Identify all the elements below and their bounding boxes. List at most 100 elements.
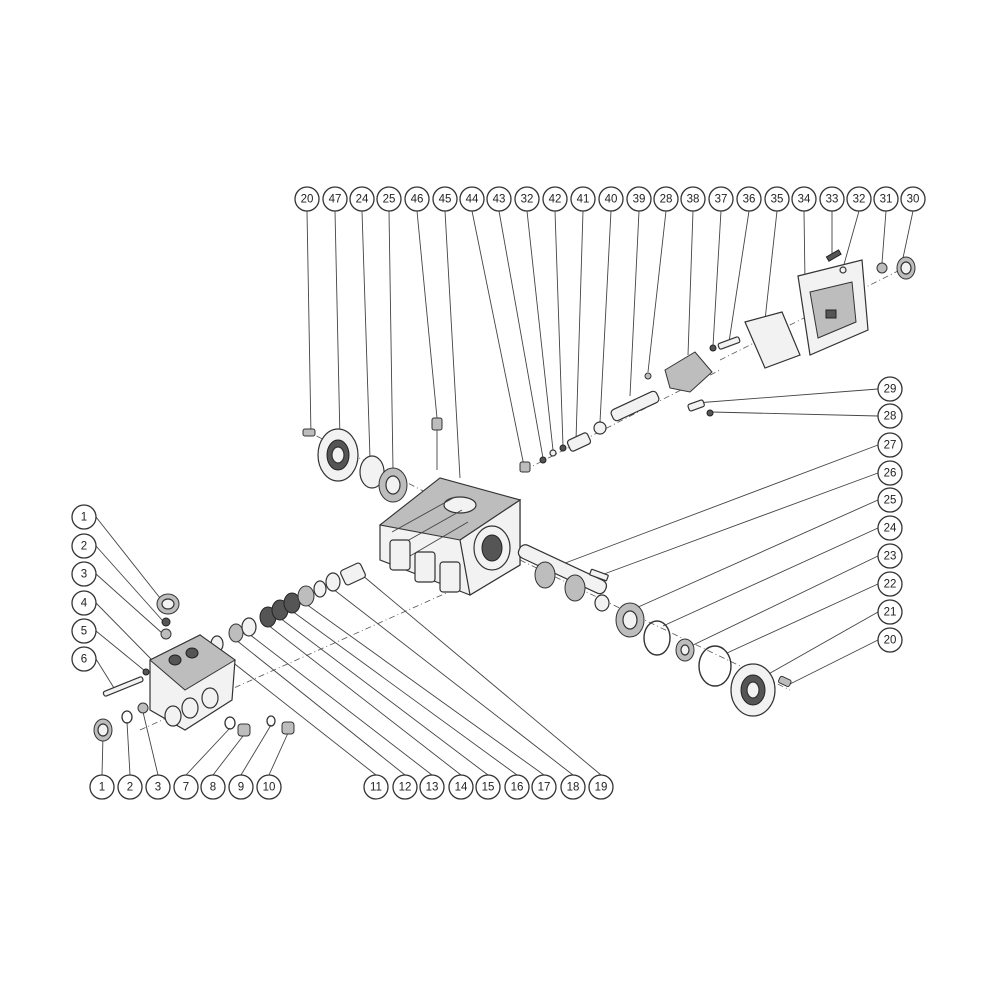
callout-number: 6 <box>81 654 87 666</box>
callout-circle <box>404 186 430 212</box>
leader-line-46 <box>416 210 438 419</box>
callout-circle <box>504 774 530 800</box>
leader-line-3 <box>142 711 159 776</box>
leader-line-44 <box>471 210 525 467</box>
roller-bearing-left <box>378 467 408 503</box>
callout-number: 1 <box>81 512 87 524</box>
callout-circle <box>228 774 254 800</box>
callout-number: 9 <box>238 782 244 794</box>
leader-line-19 <box>361 574 602 776</box>
callout-2: 2 <box>117 774 143 800</box>
leader-lines <box>95 210 914 776</box>
leader-line-18 <box>332 588 574 776</box>
callout-number: 28 <box>884 411 897 423</box>
leader-line-36 <box>728 210 750 343</box>
callout-circle <box>877 460 903 486</box>
callout-20: 20 <box>294 186 320 212</box>
callout-number: 20 <box>301 194 314 206</box>
callout-number: 38 <box>687 194 700 206</box>
leader-line-1 <box>95 516 161 599</box>
callout-circle <box>486 186 512 212</box>
bearing-flange-right <box>730 663 776 717</box>
callout-24: 24 <box>877 515 903 541</box>
crankshaft <box>517 544 610 612</box>
callout-circle <box>708 186 734 212</box>
leader-line-17 <box>305 603 545 776</box>
bearing-flange-left <box>302 428 359 482</box>
callout-number: 41 <box>577 194 590 206</box>
callout-27: 27 <box>877 432 903 458</box>
leader-line-39 <box>629 210 640 397</box>
callout-number: 29 <box>884 384 897 396</box>
leader-line-14 <box>267 624 462 776</box>
leader-line-34 <box>803 210 806 283</box>
callout-12: 12 <box>392 774 418 800</box>
callout-number: 3 <box>81 569 87 581</box>
leader-line-28 <box>647 210 667 373</box>
callout-circle <box>598 186 624 212</box>
callout-13: 13 <box>419 774 445 800</box>
callout-circle <box>846 186 872 212</box>
callout-4: 4 <box>71 590 97 616</box>
callout-21: 21 <box>877 599 903 625</box>
callout-3: 3 <box>71 561 97 587</box>
leader-line-42 <box>554 210 564 447</box>
leader-line-23 <box>690 555 879 647</box>
leader-line-13 <box>248 633 433 776</box>
leader-line-40 <box>599 210 612 423</box>
callout-circle <box>294 186 320 212</box>
callout-circle <box>877 599 903 625</box>
callout-28: 28 <box>653 186 679 212</box>
leader-line-24 <box>662 527 879 627</box>
plug-oring-top <box>161 617 171 627</box>
leader-line-24 <box>361 210 371 459</box>
leader-line-12 <box>235 639 406 776</box>
callout-35: 35 <box>764 186 790 212</box>
callout-number: 15 <box>482 782 495 794</box>
callout-22: 22 <box>877 571 903 597</box>
valve-bottom <box>137 702 149 714</box>
callout-circle <box>71 561 97 587</box>
callout-41: 41 <box>570 186 596 212</box>
callout-number: 4 <box>81 598 88 610</box>
leader-line-22 <box>726 583 879 654</box>
callout-circle <box>514 186 540 212</box>
callout-9: 9 <box>228 774 254 800</box>
callout-circle <box>71 533 97 559</box>
callout-circle <box>89 774 115 800</box>
o-ring-9 <box>266 715 276 727</box>
callout-number: 2 <box>127 782 133 794</box>
callout-number: 22 <box>884 579 897 591</box>
leader-line-3 <box>95 573 163 634</box>
callout-circle <box>71 590 97 616</box>
callout-number: 13 <box>426 782 439 794</box>
callout-number: 46 <box>411 194 424 206</box>
small-oring-5 <box>142 668 150 676</box>
callout-number: 8 <box>210 782 216 794</box>
callout-number: 39 <box>633 194 646 206</box>
callout-33: 33 <box>819 186 845 212</box>
callout-40: 40 <box>598 186 624 212</box>
callout-number: 35 <box>771 194 784 206</box>
callout-circle <box>145 774 171 800</box>
piston-seal-stack <box>210 562 366 653</box>
callout-7: 7 <box>173 774 199 800</box>
callout-circle <box>570 186 596 212</box>
callout-circle <box>626 186 652 212</box>
callout-number: 28 <box>660 194 673 206</box>
callout-number: 1 <box>99 782 105 794</box>
callout-circle <box>392 774 418 800</box>
callout-circle <box>475 774 501 800</box>
callout-circle <box>588 774 614 800</box>
leader-line-31 <box>881 210 887 264</box>
sight-glass-oring <box>876 262 888 274</box>
callout-number: 16 <box>511 782 524 794</box>
leader-line-25 <box>388 210 394 471</box>
callout-39: 39 <box>626 186 652 212</box>
rear-cover <box>797 259 869 356</box>
plug-oring-bottom <box>121 710 133 724</box>
callout-number: 12 <box>399 782 412 794</box>
callout-circle <box>71 504 97 530</box>
callout-34: 34 <box>791 186 817 212</box>
